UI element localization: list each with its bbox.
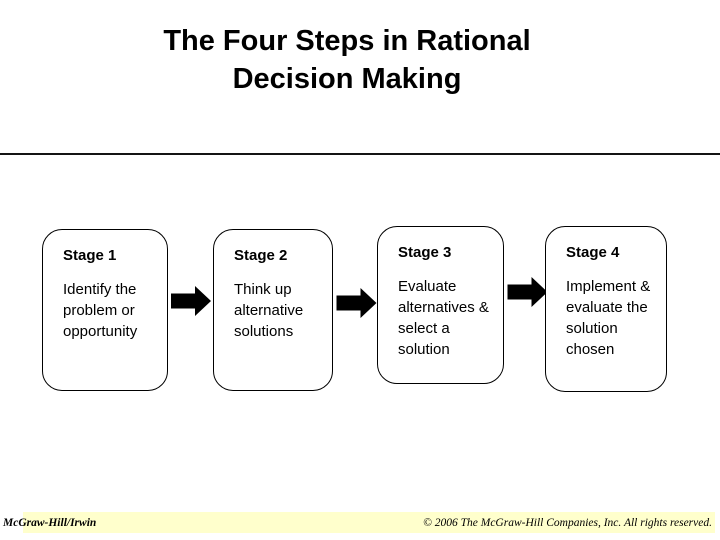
stage-4-label: Stage 4 [566,244,620,261]
slide-title: The Four Steps in Rational Decision Maki… [163,25,531,95]
stage-box-3: Stage 3 Evaluate alternatives & select a… [377,226,504,384]
stage-1-description: Identify the problem or opportunity [63,281,138,340]
flow-arrow-icon [336,288,377,318]
stage-box-2: Stage 2 Think up alternative solutions [213,229,333,391]
stage-1-label: Stage 1 [63,247,117,264]
stage-box-4: Stage 4 Implement & evaluate the solutio… [545,226,667,392]
title-divider [0,153,720,155]
stage-3-label: Stage 3 [398,244,452,261]
flow-arrow-icon [507,277,548,307]
stage-3-description: Evaluate alternatives & select a solutio… [398,278,489,358]
stage-box-1: Stage 1 Identify the problem or opportun… [42,229,168,391]
stage-4-description: Implement & evaluate the solution chosen [566,278,651,358]
footer-brand-label: McGraw-Hill/Irwin [3,517,97,529]
footer-copyright-label: © 2006 The McGraw-Hill Companies, Inc. A… [423,517,712,529]
footer-band [23,512,715,533]
flow-arrow-icon [171,286,211,316]
stage-2-description: Think up alternative solutions [234,281,304,340]
stage-2-label: Stage 2 [234,247,288,264]
